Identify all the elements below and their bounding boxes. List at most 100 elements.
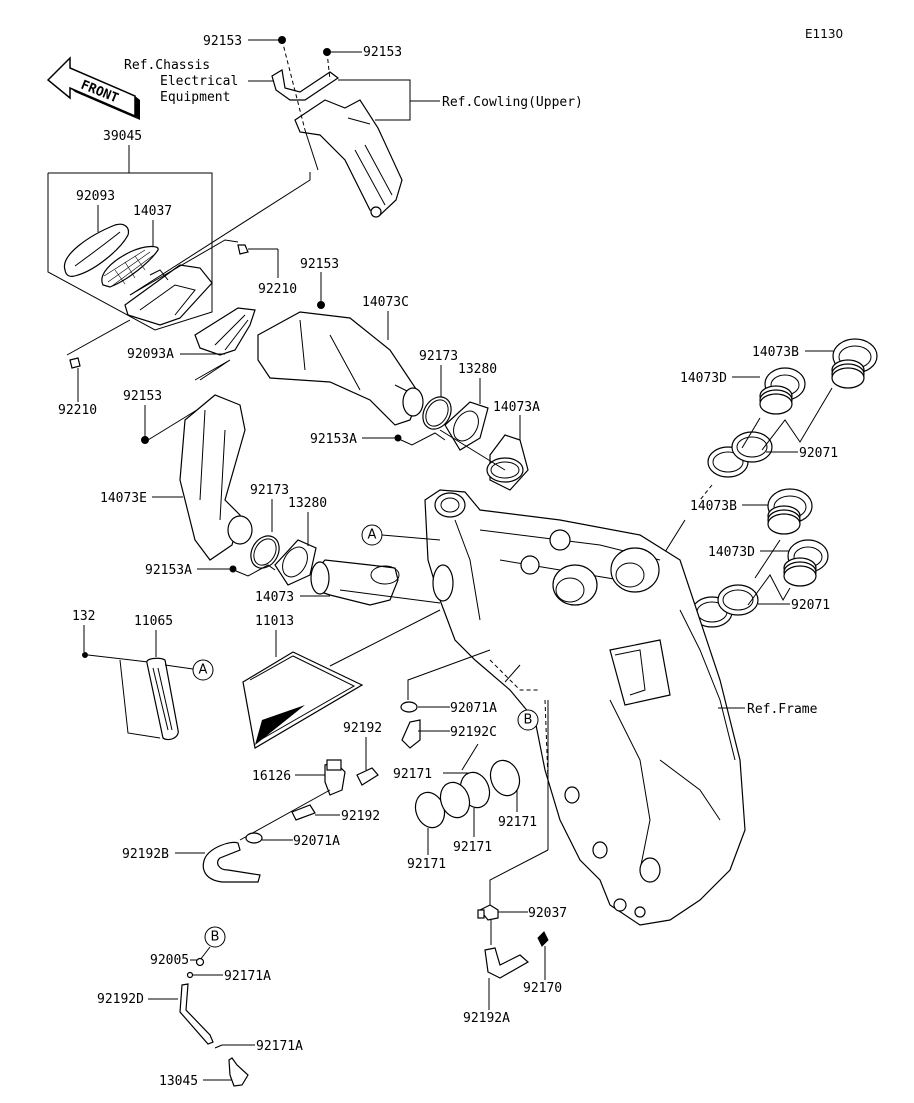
- svg-text:92171A: 92171A: [224, 969, 271, 984]
- part-14037[interactable]: 14037: [101, 204, 172, 288]
- part-92171A-lower[interactable]: 92171A: [214, 1039, 303, 1054]
- part-13280-upper[interactable]: 13280: [444, 362, 497, 451]
- airbox-frame: [424, 489, 746, 926]
- svg-text:92153A: 92153A: [145, 563, 192, 578]
- part-14073D-upper[interactable]: 14073D: [680, 367, 806, 415]
- svg-text:92171A: 92171A: [256, 1039, 303, 1054]
- callout-B-lower: B: [199, 926, 226, 961]
- part-duct-inlet: [124, 264, 213, 326]
- svg-text:Ref.Chassis: Ref.Chassis: [124, 58, 210, 73]
- svg-text:92170: 92170: [523, 981, 562, 996]
- part-92153A-upper[interactable]: 92153A: [310, 429, 506, 471]
- part-14073E[interactable]: 14073E: [100, 394, 253, 561]
- svg-text:92192A: 92192A: [463, 1011, 510, 1026]
- part-92171-b[interactable]: 92171: [486, 756, 537, 830]
- part-13045[interactable]: 13045: [159, 1057, 249, 1089]
- part-92037[interactable]: 92037: [477, 904, 567, 945]
- svg-text:14073B: 14073B: [752, 345, 799, 360]
- part-92192C[interactable]: 92192C: [401, 664, 521, 771]
- svg-text:14073B: 14073B: [690, 499, 737, 514]
- part-92071A-lower[interactable]: 92071A: [245, 832, 340, 849]
- svg-text:92005: 92005: [150, 953, 189, 968]
- part-16126[interactable]: 16126: [252, 759, 346, 796]
- part-14073[interactable]: 14073: [255, 559, 441, 606]
- svg-text:14073A: 14073A: [493, 400, 540, 415]
- svg-text:92071: 92071: [791, 598, 830, 613]
- part-92071A-upper[interactable]: 92071A: [400, 649, 497, 716]
- part-14073A[interactable]: 14073A: [486, 400, 540, 491]
- svg-text:92153: 92153: [300, 257, 339, 272]
- part-14073D-lower[interactable]: 14073D: [708, 539, 829, 587]
- svg-text:92153: 92153: [203, 34, 242, 49]
- part-132[interactable]: 132: [72, 609, 149, 663]
- svg-text:14073D: 14073D: [708, 545, 755, 560]
- part-11065[interactable]: 11065 A: [119, 614, 214, 741]
- part-14073B-upper[interactable]: 14073B: [752, 338, 878, 389]
- part-92153-top-left[interactable]: 92153: [203, 34, 286, 49]
- ref-chassis-electrical: Ref.Chassis Electrical Equipment: [124, 58, 278, 105]
- svg-text:13045: 13045: [159, 1074, 198, 1089]
- svg-text:13280: 13280: [458, 362, 497, 377]
- svg-text:92171: 92171: [407, 857, 446, 872]
- svg-text:A: A: [199, 663, 208, 678]
- svg-text:92171: 92171: [453, 840, 492, 855]
- callout-A-lower: [192, 659, 214, 681]
- part-92173-lower[interactable]: 92173: [245, 483, 289, 573]
- svg-text:Equipment: Equipment: [160, 90, 230, 105]
- part-92171-d[interactable]: 92171: [436, 778, 492, 855]
- svg-text:Electrical: Electrical: [160, 74, 238, 89]
- svg-text:14037: 14037: [133, 204, 172, 219]
- upper-bracket: [271, 39, 403, 218]
- svg-text:14073D: 14073D: [680, 371, 727, 386]
- svg-text:132: 132: [72, 609, 95, 624]
- svg-text:11013: 11013: [255, 614, 294, 629]
- part-92071-upper[interactable]: 92071: [699, 387, 838, 501]
- svg-text:92192B: 92192B: [122, 847, 169, 862]
- part-92192B[interactable]: 92192B: [122, 841, 261, 883]
- part-92153-top-right[interactable]: 92153: [323, 45, 403, 60]
- svg-text:92071A: 92071A: [450, 701, 497, 716]
- part-14073C[interactable]: 14073C: [257, 295, 424, 426]
- part-39045-group[interactable]: 39045: [47, 129, 311, 331]
- svg-text:92153: 92153: [123, 389, 162, 404]
- svg-text:92037: 92037: [528, 906, 567, 921]
- part-92192-top[interactable]: 92192: [343, 721, 382, 786]
- svg-text:92192C: 92192C: [450, 725, 497, 740]
- part-92093A[interactable]: 92093A: [127, 307, 256, 362]
- ref-cowling-upper: Ref.Cowling(Upper): [338, 79, 583, 121]
- svg-text:92093: 92093: [76, 189, 115, 204]
- part-92005[interactable]: 92005: [150, 953, 205, 968]
- svg-text:92210: 92210: [58, 403, 97, 418]
- part-92170[interactable]: 92170: [523, 931, 562, 996]
- svg-text:92173: 92173: [419, 349, 458, 364]
- part-92192D[interactable]: 92192D: [97, 983, 214, 1045]
- part-92153-mid[interactable]: 92153: [300, 257, 339, 309]
- part-92192A[interactable]: 92192A: [463, 947, 530, 1026]
- svg-text:92192D: 92192D: [97, 992, 144, 1007]
- part-92093[interactable]: 92093: [63, 189, 130, 277]
- svg-text:14073C: 14073C: [362, 295, 409, 310]
- part-92173-upper[interactable]: 92173: [417, 349, 458, 434]
- svg-text:92171: 92171: [498, 815, 537, 830]
- part-11013[interactable]: 11013: [242, 609, 441, 749]
- part-92210-right[interactable]: 92210: [129, 239, 297, 297]
- svg-text:92171: 92171: [393, 767, 432, 782]
- callout-A-upper: A: [361, 524, 441, 546]
- part-14073B-lower[interactable]: 14073B: [690, 488, 813, 535]
- svg-text:16126: 16126: [252, 769, 291, 784]
- svg-text:11065: 11065: [134, 614, 173, 629]
- svg-text:92093A: 92093A: [127, 347, 174, 362]
- part-92153A-lower[interactable]: 92153A: [145, 563, 276, 578]
- svg-text:39045: 39045: [103, 129, 142, 144]
- part-92171A-upper[interactable]: 92171A: [186, 969, 272, 984]
- part-92210-left[interactable]: 92210: [58, 319, 131, 418]
- svg-text:Ref.Frame: Ref.Frame: [747, 702, 818, 717]
- part-92192-bottom[interactable]: 92192: [239, 789, 380, 841]
- svg-text:92192: 92192: [341, 809, 380, 824]
- svg-text:A: A: [368, 528, 377, 543]
- svg-text:B: B: [211, 930, 220, 945]
- svg-text:92071: 92071: [799, 446, 838, 461]
- part-13280-lower[interactable]: 13280: [274, 496, 327, 586]
- svg-text:92071A: 92071A: [293, 834, 340, 849]
